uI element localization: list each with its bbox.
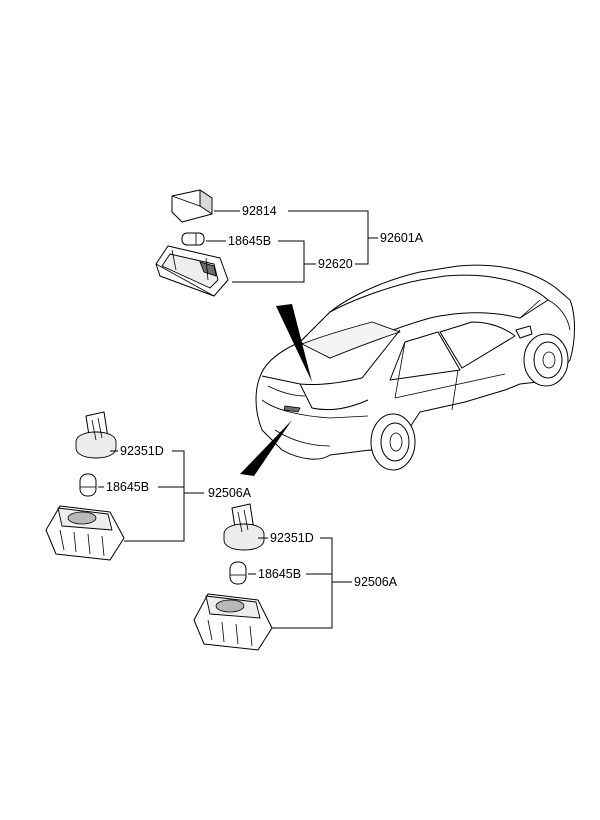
label-92814: 92814 xyxy=(242,204,277,218)
left-bulb-part xyxy=(79,473,97,497)
left-socket-part xyxy=(75,411,117,459)
vehicle-illustration xyxy=(255,264,575,471)
lamp-housing-part xyxy=(155,245,229,297)
label-92506a-right: 92506A xyxy=(354,575,398,589)
right-leaders xyxy=(248,537,352,629)
right-lamp-housing xyxy=(193,593,273,651)
lamp-lens-part xyxy=(171,189,213,223)
left-leaders xyxy=(98,450,204,542)
label-92506a-left: 92506A xyxy=(208,486,252,500)
lamp-bulb-part xyxy=(181,232,205,246)
label-18645b-right: 18645B xyxy=(258,567,301,581)
label-92601a: 92601A xyxy=(380,231,424,245)
label-92351d-left: 92351D xyxy=(120,444,164,458)
right-bulb-part xyxy=(229,561,247,585)
label-18645b-upper: 18645B xyxy=(228,234,271,248)
pointer-lower xyxy=(240,420,292,476)
label-92620: 92620 xyxy=(318,257,353,271)
label-92351d-right: 92351D xyxy=(270,531,314,545)
label-18645b-left: 18645B xyxy=(106,480,149,494)
right-socket-part xyxy=(223,503,265,551)
upper-leaders xyxy=(206,210,378,283)
pointer-upper xyxy=(276,304,312,382)
left-lamp-housing xyxy=(45,505,125,561)
